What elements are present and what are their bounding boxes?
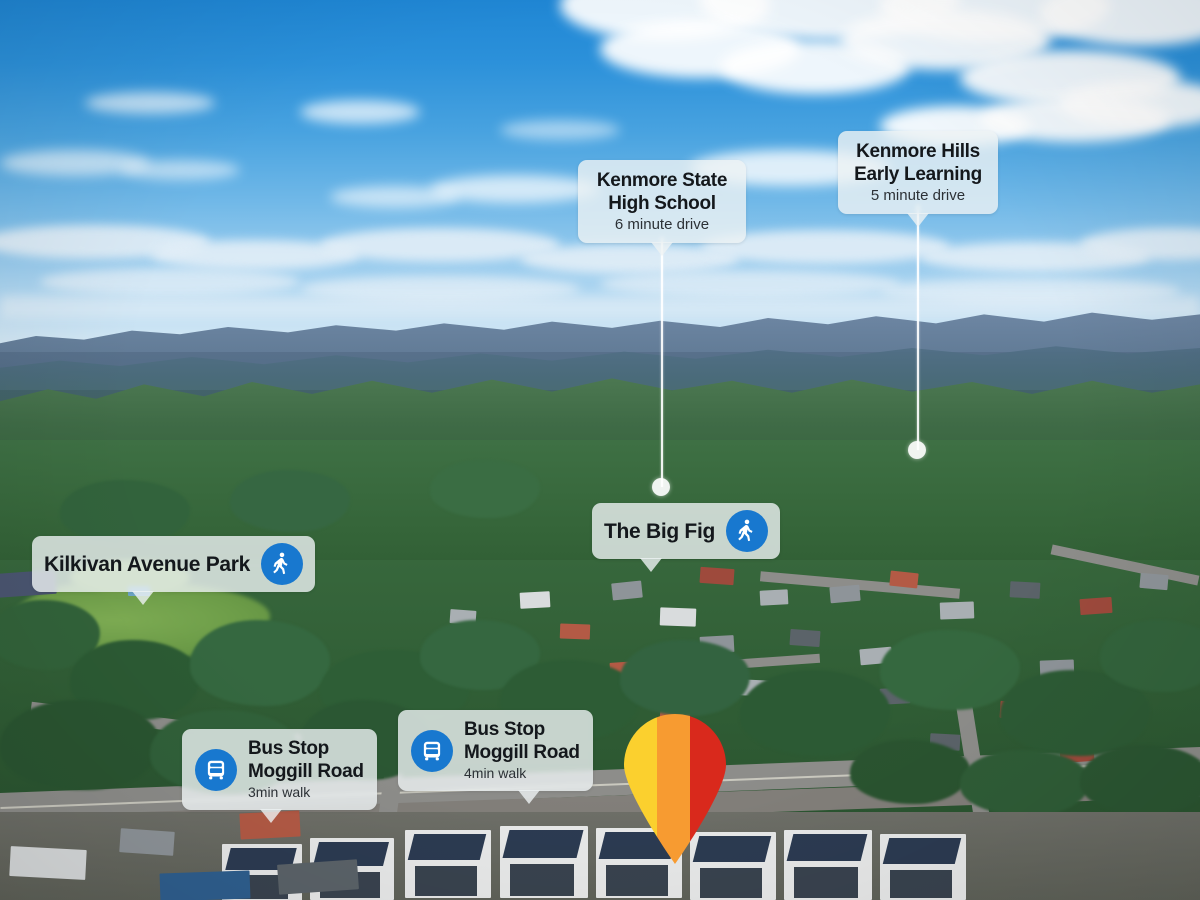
callout-tail [132, 591, 154, 605]
townhouse [500, 826, 588, 898]
house [939, 601, 975, 620]
townhouse [690, 832, 776, 900]
cloud [300, 100, 420, 124]
marker-bus-stop-moggill-road-3min[interactable]: Bus Stop Moggill Road 3min walk [182, 729, 377, 823]
property-location-pin[interactable] [620, 714, 730, 864]
tree-cluster [230, 470, 350, 532]
house [119, 828, 175, 856]
leader-dot-early-learning [908, 441, 926, 459]
house [519, 591, 551, 609]
tree-cluster [620, 640, 750, 716]
marker-title: Kenmore State High School [596, 170, 728, 214]
pedestrian-icon [726, 510, 769, 552]
bus-icon [411, 729, 453, 772]
marker-subtitle: 5 minute drive [870, 187, 966, 204]
marker-the-big-fig[interactable]: The Big Fig [592, 503, 781, 572]
tree-cluster [1080, 745, 1200, 815]
cloud [85, 92, 215, 114]
marker-subtitle: 6 minute drive [614, 216, 710, 233]
house [1009, 581, 1041, 599]
tree-cluster [850, 740, 970, 804]
tree-cluster [740, 670, 890, 756]
tree-cluster [190, 620, 330, 706]
tree-cluster [60, 480, 190, 544]
tree-cluster [430, 460, 540, 518]
marker-kilkivan-avenue-park[interactable]: Kilkivan Avenue Park [32, 536, 316, 605]
callout-tail [640, 558, 662, 572]
road-side-6 [1050, 544, 1200, 586]
marker-title: Kilkivan Avenue Park [44, 552, 251, 576]
house [9, 846, 87, 880]
tree-cluster [1100, 620, 1200, 692]
house [559, 623, 591, 640]
house [1139, 572, 1169, 591]
marker-title: Bus Stop Moggill Road [464, 719, 580, 763]
leader-line-high-school [661, 237, 663, 487]
house [789, 628, 821, 648]
cloud [330, 186, 460, 208]
marker-title: Kenmore Hills Early Learning [854, 141, 982, 185]
townhouse [405, 830, 491, 898]
house [699, 566, 735, 586]
house [829, 584, 861, 604]
leader-dot-high-school [652, 478, 670, 496]
callout-tail [651, 242, 673, 256]
tree-cluster [880, 630, 1020, 710]
marker-bus-stop-moggill-road-4min[interactable]: Bus Stop Moggill Road 4min walk [398, 710, 593, 804]
tree-cluster [0, 700, 160, 790]
cloud [600, 270, 900, 298]
cloud [120, 160, 240, 180]
bus-icon [195, 748, 237, 791]
tree-cluster [960, 750, 1090, 816]
pedestrian-icon [261, 543, 304, 585]
callout-tail [907, 213, 929, 227]
marker-title: Bus Stop Moggill Road [248, 738, 364, 782]
marker-subtitle: 3min walk [248, 784, 311, 800]
cloud [500, 120, 620, 140]
house [159, 870, 251, 900]
house [1079, 596, 1113, 616]
leader-line-early-learning [917, 205, 919, 450]
marker-subtitle: 4min walk [464, 765, 527, 781]
townhouse [784, 830, 872, 900]
cloud [40, 268, 300, 296]
marker-title: The Big Fig [604, 519, 716, 543]
marker-kenmore-hills-early-learning[interactable]: Kenmore Hills Early Learning 5 minute dr… [838, 131, 998, 227]
callout-tail [518, 790, 540, 804]
townhouse [880, 834, 966, 900]
house [277, 859, 359, 895]
marker-kenmore-state-high-school[interactable]: Kenmore State High School 6 minute drive [578, 160, 746, 256]
house [659, 607, 697, 627]
house [759, 589, 789, 606]
cloud-haze [0, 296, 1200, 318]
callout-tail [260, 809, 282, 823]
house [889, 570, 919, 589]
house [611, 580, 643, 601]
